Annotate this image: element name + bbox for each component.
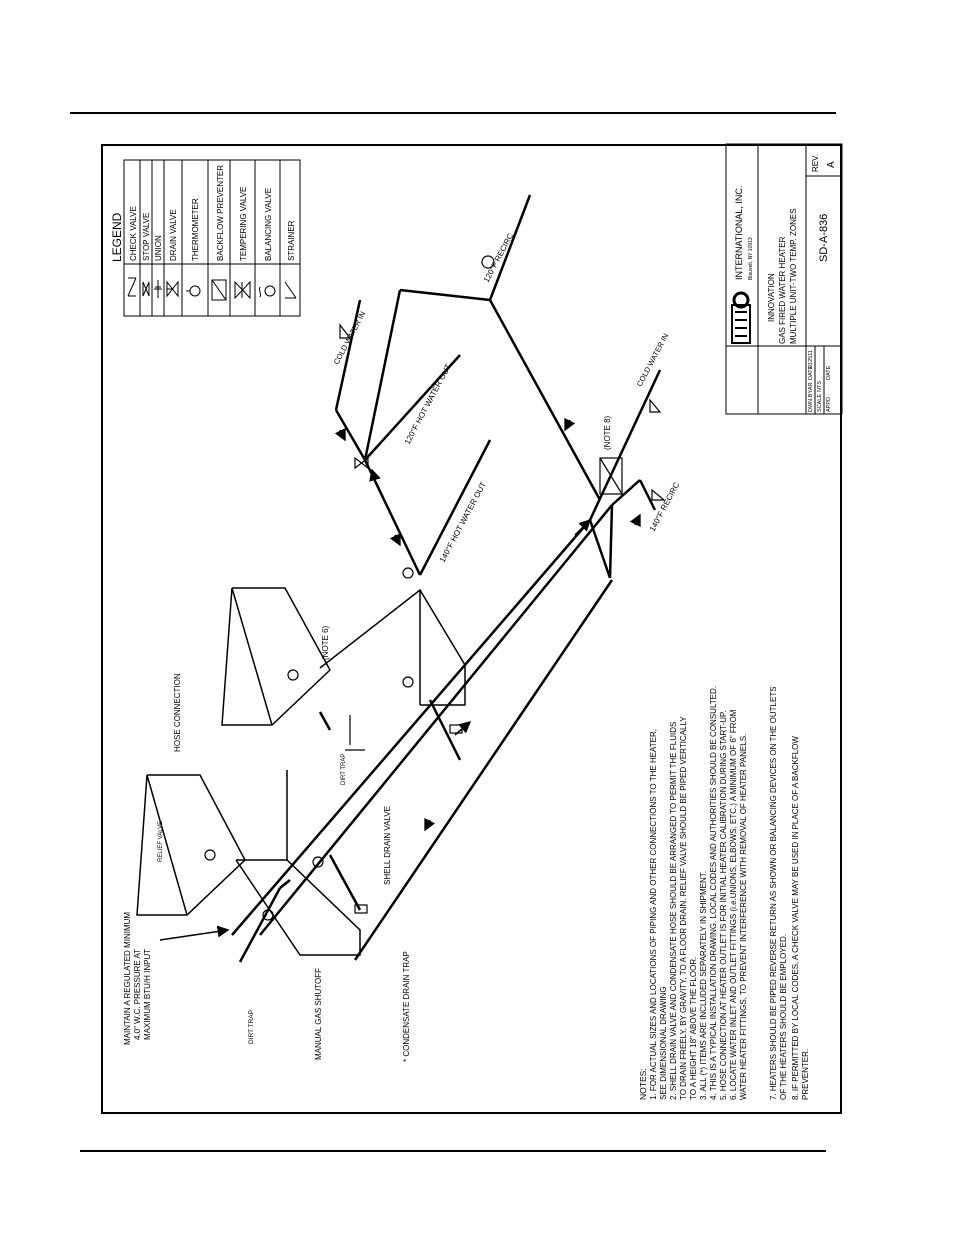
legend-item-union: UNION [154, 235, 163, 261]
bottom-rule [80, 1150, 826, 1152]
notes-heading: NOTES: [638, 1068, 648, 1100]
check-valve-icon [127, 277, 137, 297]
company-address: Blauvelt, NY 10913 [748, 237, 754, 280]
legend-item-check-valve: CHECK VALVE [129, 206, 138, 261]
union-icon [154, 280, 162, 298]
note-line: SEE DIMENSIONAL DRAWING [659, 986, 668, 1100]
date-value: 012511 [808, 350, 814, 368]
drawing-frame [101, 144, 842, 1114]
legend-item-backflow-preventer: BACKFLOW PREVENTER [216, 165, 225, 261]
note-line: 6. LOCATE WATER INLET AND OUTLET FITTING… [729, 709, 738, 1100]
aerco-logo [731, 291, 751, 344]
pipe-fittings [204, 255, 666, 921]
note-6-label: (NOTE 6) [321, 625, 330, 660]
notes-block: NOTES: 1. FOR ACTUAL SIZES AND LOCATIONS… [638, 686, 810, 1100]
company-name: INTERNATIONAL, INC. [734, 186, 744, 280]
note-8-label: (NOTE 8) [603, 415, 612, 450]
backflow-preventer-icon [211, 279, 227, 301]
approved-date-label: DATE [826, 365, 832, 380]
note-line: 4. THIS IS A TYPICAL INSTALLATION DRAWIN… [709, 686, 718, 1100]
date-label: DATE [808, 365, 814, 380]
note-line: TO A HEIGHT 18" ABOVE THE FLOOR. [689, 957, 698, 1100]
drawn-by-label: DWN.BY [808, 390, 814, 412]
rev-label: REV. [811, 154, 820, 172]
product-name: INNOVATION [767, 273, 776, 322]
legend-item-stop-valve: STOP VALVE [142, 213, 151, 261]
hose-connection-label: HOSE CONNECTION [173, 673, 182, 752]
scale-label: SCALE [817, 394, 823, 412]
drawn-by-value: AR [808, 382, 814, 390]
dirt-trap-label-2: DIRT TRAP [341, 754, 347, 785]
strainer-icon [284, 281, 297, 299]
note-line: OF THE HEATERS SHOULD BE EMPLOYED. [779, 934, 788, 1100]
note-line: 7. HEATERS SHOULD BE PIPED REVERSE RETUR… [769, 686, 778, 1100]
flow-arrows [159, 417, 641, 941]
note-line: WATER HEATER FITTINGS, TO PREVENT INTERF… [739, 734, 748, 1100]
hot-water-out-120-label: 120°F HOT WATER OUT [403, 362, 453, 446]
scale-value: NTS [817, 381, 823, 392]
legend-title: LEGEND [110, 212, 124, 262]
note-line: 2. SHELL DRAIN VALVE AND CONDENSATE HOSE… [669, 722, 678, 1100]
gas-pressure-note-line1: MAINTAIN A REGULATED MINIMUM [123, 912, 132, 1045]
top-rule [70, 112, 836, 114]
condensate-drain-trap-label: * CONDENSATE DRAIN TRAP [402, 951, 411, 1062]
balancing-valve-icon [258, 285, 276, 298]
drawing-number: SD-A-836 [818, 214, 830, 262]
note-line: TO DRAIN FREELY, BY GRAVITY, TO A FLOOR … [679, 716, 688, 1100]
note-line: 3. ALL (*) ITEMS ARE INCLUDED SEPARATELY… [699, 871, 708, 1100]
legend-item-strainer: STRAINER [287, 220, 296, 261]
heater-cabinets [136, 587, 466, 956]
drawing-title-line1: GAS FIRED WATER HEATER [778, 236, 787, 344]
rev-value: A [826, 161, 837, 168]
note-line: 5. HOSE CONNECTION AT HEATER OUTLET IS F… [719, 710, 728, 1100]
cold-water-in-label-1: COLD WATER IN [332, 310, 368, 366]
note-line: PREVENTER. [801, 1049, 810, 1100]
piping [231, 194, 662, 963]
gas-pressure-note-line3: MAXIMUM BTU/H INPUT [143, 949, 152, 1040]
cold-water-in-label-2: COLD WATER IN [635, 332, 671, 388]
legend-item-balancing-valve: BALANCING VALVE [264, 188, 273, 261]
drawing-title-line2: MULTIPLE UNIT-TWO TEMP. ZONES [789, 208, 798, 344]
relief-valve-label: RELIEF VALVE [158, 821, 164, 862]
approved-label: APPD [826, 397, 832, 412]
legend-item-drain-valve: DRAIN VALVE [169, 209, 178, 261]
manual-gas-shutoff-label: MANUAL GAS SHUTOFF [314, 968, 323, 1060]
thermometer-icon [186, 285, 201, 297]
stop-valve-icon [142, 281, 150, 297]
legend: LEGEND CHECK VALVE STOP VALVE UNION DRAI… [110, 159, 301, 317]
legend-item-tempering-valve: TEMPERING VALVE [239, 187, 248, 261]
tempering-valve-icon [234, 280, 251, 300]
legend-item-thermometer: THERMOMETER [191, 198, 200, 261]
shell-drain-valve-label: SHELL DRAIN VALVE [383, 806, 392, 885]
title-block [725, 143, 843, 415]
dirt-trap-label: DIRT TRAP [248, 1010, 255, 1044]
note-line: 1. FOR ACTUAL SIZES AND LOCATIONS OF PIP… [649, 729, 658, 1100]
gas-pressure-note-line2: 4.0" W.C. PRESSURE AT [133, 949, 142, 1040]
note-line: 8. IF PERMITTED BY LOCAL CODES, A CHECK … [791, 736, 800, 1100]
drain-valve-icon [166, 280, 179, 298]
